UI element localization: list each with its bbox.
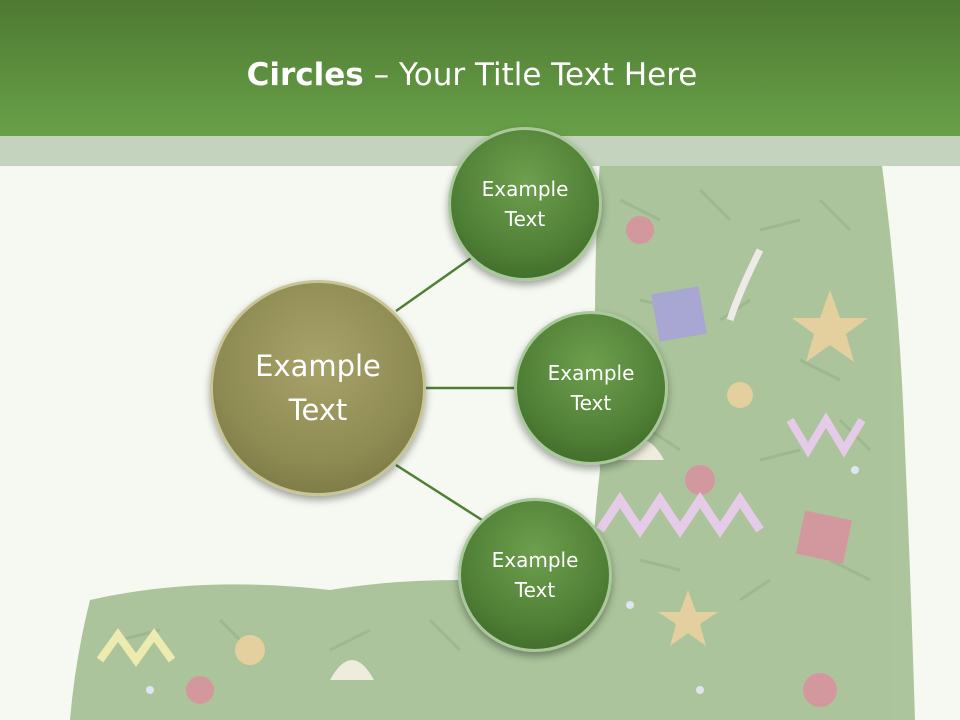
node-circle-middle-line1: Example bbox=[547, 361, 635, 385]
slide-title-rest: – Your Title Text Here bbox=[363, 57, 698, 93]
center-circle-line1: Example bbox=[255, 349, 381, 383]
node-circle-bottom-line2: Text bbox=[514, 578, 556, 602]
title-header-bar bbox=[0, 0, 960, 136]
node-circle-top-line2: Text bbox=[504, 207, 546, 231]
node-circle-middle-line2: Text bbox=[570, 391, 612, 415]
center-circle[interactable]: Example Text bbox=[210, 280, 426, 496]
slide-title-bold: Circles bbox=[246, 57, 364, 93]
center-circle-line2: Text bbox=[288, 393, 348, 427]
connector-top bbox=[395, 254, 475, 313]
node-circle-top[interactable]: Example Text bbox=[448, 127, 602, 281]
node-circle-bottom-line1: Example bbox=[491, 548, 579, 572]
node-circle-top-line1: Example bbox=[481, 177, 569, 201]
tree-branch-vertical bbox=[588, 146, 915, 720]
node-circle-bottom[interactable]: Example Text bbox=[458, 498, 612, 652]
slide-title[interactable]: Circles – Your Title Text Here bbox=[0, 52, 944, 98]
node-circle-middle[interactable]: Example Text bbox=[514, 311, 668, 465]
connector-bottom bbox=[395, 463, 483, 522]
